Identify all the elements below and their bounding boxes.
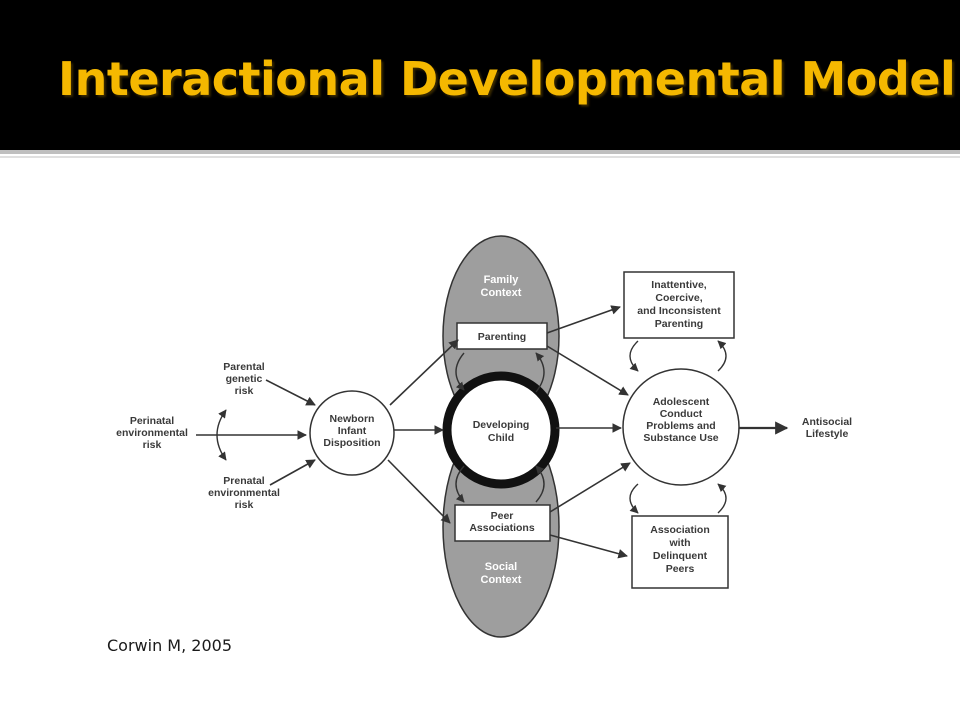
label-line: Infant <box>338 425 367 437</box>
label-line: Substance Use <box>643 432 718 444</box>
label-line: Disposition <box>323 437 380 449</box>
label-line: risk <box>235 385 254 397</box>
parenting-box <box>456 322 548 350</box>
label-line: Peer <box>491 510 514 522</box>
label-line: Peers <box>666 563 695 575</box>
arrow-child-peers-left <box>455 465 465 503</box>
arrow-adolescent-delinquent <box>629 483 639 514</box>
arrow-inattentive-adolescent <box>629 340 639 372</box>
label-line: Conduct <box>660 408 703 420</box>
label-line: Coercive, <box>655 292 702 304</box>
label-line: Parenting <box>478 331 526 343</box>
label-line: Parental <box>223 361 265 373</box>
label-line: and Inconsistent <box>637 305 721 317</box>
title-divider <box>0 150 960 154</box>
label-line: with <box>669 537 691 549</box>
title-divider-thin <box>0 156 960 158</box>
inattentive-parenting-box <box>623 271 735 339</box>
peer-associations-box <box>454 504 551 542</box>
developing-child-circle <box>442 371 560 489</box>
title-bar: Interactional Developmental Model <box>0 0 960 150</box>
label-line: Problems and <box>646 420 715 432</box>
connector-arrows <box>196 305 789 559</box>
label-line: Child <box>488 432 514 444</box>
slide-title: Interactional Developmental Model <box>58 52 956 106</box>
arrow-delinquent-adolescent <box>717 483 727 514</box>
label-line: Lifestyle <box>806 428 849 440</box>
label-line: Prenatal <box>223 475 265 487</box>
label-line: Social <box>485 561 517 573</box>
arrow-parenting-inattentive <box>546 305 621 334</box>
arrow-genetic-newborn <box>265 379 316 406</box>
newborn-circle <box>309 390 395 476</box>
arrow-parenting-child-left <box>455 352 465 391</box>
feedback-arrows <box>216 340 727 514</box>
arrow-prenatal-newborn <box>269 459 316 486</box>
delinquent-peers-box <box>631 515 729 589</box>
label-line: Family <box>484 274 520 286</box>
label-line: Developing <box>473 419 530 431</box>
arrow-child-parenting-right <box>535 352 545 393</box>
arrow-peers-adolescent <box>549 462 631 513</box>
label-line: environmental <box>116 427 188 439</box>
label-line: Association <box>650 524 710 536</box>
arrow-newborn-peers <box>387 459 451 524</box>
label-line: Antisocial <box>802 416 852 428</box>
arrow-adolescent-inattentive <box>717 340 727 372</box>
label-line: Context <box>481 287 522 299</box>
label-line: Inattentive, <box>651 279 707 291</box>
arrow-genetic-prenatal <box>216 409 227 461</box>
label-line: Newborn <box>330 413 375 425</box>
label-line: Perinatal <box>130 415 174 427</box>
label-line: environmental <box>208 487 280 499</box>
label-line: Context <box>481 574 522 586</box>
arrow-peers-delinquent <box>549 534 628 559</box>
citation: Corwin M, 2005 <box>107 636 232 655</box>
label-line: risk <box>235 499 254 511</box>
label-line: Associations <box>469 522 535 534</box>
label-line: genetic <box>226 373 263 385</box>
label-line: Parenting <box>655 318 703 330</box>
arrow-parenting-adolescent <box>546 345 629 396</box>
arrow-newborn-parenting <box>389 339 459 406</box>
parenting-label: Parenting <box>478 331 526 343</box>
arrow-peers-child-right <box>535 465 545 503</box>
label-line: Delinquent <box>653 550 708 562</box>
label-line: Adolescent <box>653 396 710 408</box>
label-line: risk <box>143 439 162 451</box>
